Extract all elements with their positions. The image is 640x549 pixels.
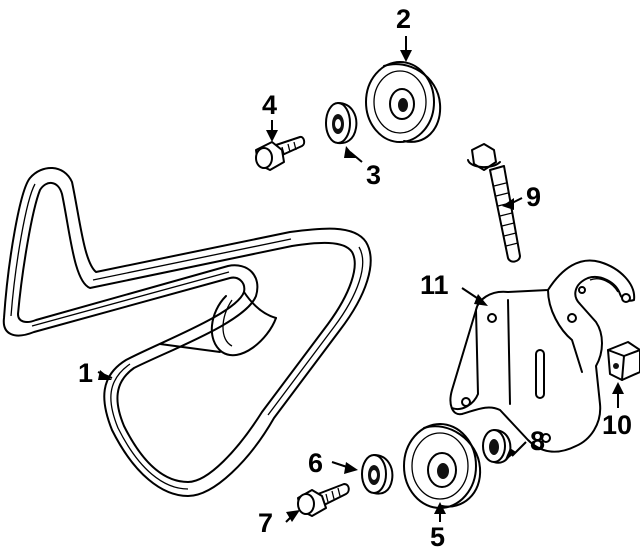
pulley-bolt-lower[interactable] xyxy=(297,483,350,517)
callout-9: 9 xyxy=(526,182,541,212)
bracket-nut[interactable] xyxy=(607,341,640,381)
bracket-spacer[interactable] xyxy=(482,429,512,464)
callout-8: 8 xyxy=(530,426,545,456)
callout-11: 11 xyxy=(420,270,449,300)
leader-arrows xyxy=(97,36,624,523)
idler-pulley-upper[interactable] xyxy=(365,61,442,143)
callout-5: 5 xyxy=(430,522,445,549)
callout-10: 10 xyxy=(602,410,632,440)
callout-7: 7 xyxy=(258,508,273,538)
callout-3: 3 xyxy=(366,160,381,190)
callout-1: 1 xyxy=(78,358,93,388)
callout-labels: 1 2 3 4 5 6 7 8 9 10 11 xyxy=(78,4,632,549)
callout-2: 2 xyxy=(396,4,411,34)
callout-4: 4 xyxy=(262,90,277,120)
pulley-bolt-upper[interactable] xyxy=(255,135,306,171)
idler-pulley-lower[interactable] xyxy=(403,423,482,509)
serpentine-belt[interactable] xyxy=(2,167,372,497)
spacer-lower[interactable] xyxy=(361,454,394,495)
pulley-bracket[interactable] xyxy=(449,259,636,453)
bracket-bolt[interactable] xyxy=(467,143,521,263)
spacer-upper[interactable] xyxy=(325,102,358,145)
callout-6: 6 xyxy=(308,448,323,478)
